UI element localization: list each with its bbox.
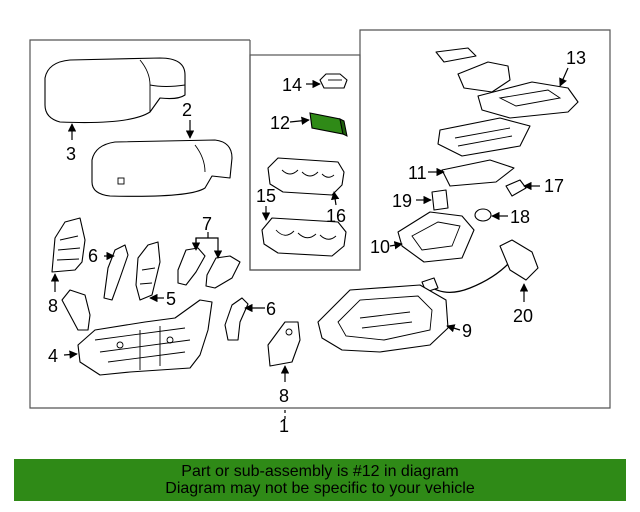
part-4-seat-frame[interactable] — [77, 299, 213, 376]
callout-10[interactable]: 10 — [370, 237, 390, 257]
part-8-left-panel[interactable] — [51, 217, 86, 273]
part-14-cover[interactable] — [319, 73, 348, 89]
callout-7[interactable]: 7 — [202, 214, 212, 234]
callout-5[interactable]: 5 — [166, 289, 176, 309]
callout-13[interactable]: 13 — [566, 48, 586, 68]
caption-line-1: Part or sub-assembly is #12 in diagram — [181, 463, 459, 480]
part-19-latch[interactable] — [431, 189, 449, 211]
callout-6-right[interactable]: 6 — [266, 299, 276, 319]
center-box-frame — [249, 54, 361, 271]
callout-9[interactable]: 9 — [462, 321, 472, 341]
callout-11[interactable]: 11 — [408, 163, 427, 183]
callout-20[interactable]: 20 — [513, 306, 533, 326]
callout-18[interactable]: 18 — [510, 207, 530, 227]
part-6-left-hinge[interactable] — [103, 244, 129, 301]
part-15-tray[interactable] — [261, 217, 347, 257]
part-18-button[interactable] — [474, 208, 492, 222]
callout-4[interactable]: 4 — [48, 346, 58, 366]
callout-labels: 1 2 3 4 5 6 6 7 8 8 9 10 11 12 13 14 15 … — [48, 48, 586, 436]
caption-banner: Part or sub-assembly is #12 in diagram D… — [14, 459, 626, 501]
callout-15[interactable]: 15 — [256, 186, 276, 206]
callout-8-right[interactable]: 8 — [279, 386, 289, 406]
part-16-tray[interactable] — [267, 157, 345, 196]
parts-diagram: 1 2 3 4 5 6 6 7 8 8 9 10 11 12 13 14 15 … — [29, 29, 611, 436]
part-12-highlighted[interactable] — [309, 112, 348, 137]
part-17-clip[interactable] — [505, 179, 527, 197]
part-bracket-lower-left[interactable] — [61, 289, 91, 331]
callout-17[interactable]: 17 — [544, 176, 564, 196]
part-10-bin[interactable] — [397, 211, 475, 263]
callout-3[interactable]: 3 — [66, 144, 76, 164]
part-2-cushion-pad[interactable] — [91, 139, 233, 197]
callout-14[interactable]: 14 — [282, 75, 302, 95]
part-7-hinge-b[interactable] — [205, 255, 241, 289]
part-13-lid[interactable] — [435, 47, 579, 119]
callout-16[interactable]: 16 — [326, 206, 346, 226]
part-6-right-hinge[interactable] — [224, 297, 249, 341]
part-11-pad[interactable] — [441, 159, 515, 187]
callout-1[interactable]: 1 — [279, 416, 289, 436]
part-8-right-panel[interactable] — [267, 321, 301, 367]
callout-12[interactable]: 12 — [270, 113, 290, 133]
part-3-cushion-top[interactable] — [44, 57, 186, 124]
callout-8-left[interactable]: 8 — [48, 296, 58, 316]
caption-line-2: Diagram may not be specific to your vehi… — [165, 480, 475, 497]
callout-19[interactable]: 19 — [392, 191, 412, 211]
callout-6-left[interactable]: 6 — [88, 246, 98, 266]
part-9-base-tray[interactable] — [317, 284, 449, 353]
part-7-hinge-a[interactable] — [177, 247, 206, 286]
part-hinge-plate[interactable] — [437, 117, 531, 157]
callout-2[interactable]: 2 — [182, 100, 192, 120]
leader-lines — [50, 67, 569, 420]
part-5-bracket[interactable] — [135, 241, 161, 301]
